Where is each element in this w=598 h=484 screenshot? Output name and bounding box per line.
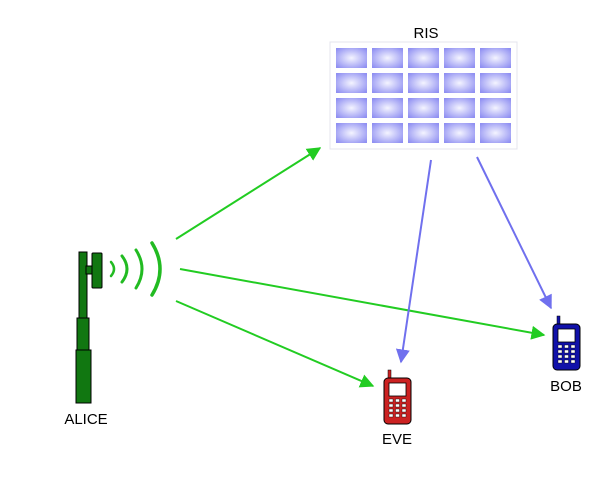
bob-phone-icon [552, 315, 581, 371]
ris-node: RIS [329, 25, 518, 150]
ris-element-tile [408, 123, 439, 143]
link-alice-ris [175, 147, 322, 240]
link-ris-bob [476, 156, 552, 310]
links [175, 147, 552, 388]
ris-element-tile [480, 73, 511, 93]
ris-label: RIS [413, 25, 438, 42]
ris-tile-grid [336, 48, 511, 143]
link-ris-eve [395, 159, 432, 364]
ris-element-tile [444, 98, 475, 118]
ris-element-tile [444, 123, 475, 143]
ris-element-tile [408, 48, 439, 68]
tower-icon [75, 251, 103, 404]
ris-element-tile [480, 48, 511, 68]
ris-element-tile [480, 98, 511, 118]
ris-element-tile [336, 123, 367, 143]
alice-node: ALICE [64, 241, 162, 428]
alice-label: ALICE [64, 411, 107, 428]
eve-label: EVE [382, 431, 412, 448]
ris-element-tile [444, 48, 475, 68]
ris-element-tile [444, 73, 475, 93]
ris-element-tile [372, 48, 403, 68]
link-alice-bob [179, 268, 546, 340]
bob-label: BOB [550, 378, 582, 395]
ris-element-tile [336, 48, 367, 68]
ris-element-tile [336, 98, 367, 118]
ris-element-tile [408, 73, 439, 93]
eve-phone-icon [383, 369, 412, 425]
ris-element-tile [336, 73, 367, 93]
link-alice-eve [175, 300, 375, 388]
ris-element-tile [480, 123, 511, 143]
ris-element-tile [372, 73, 403, 93]
ris-element-tile [372, 98, 403, 118]
signal-waves-icon [109, 241, 162, 297]
ris-element-tile [408, 98, 439, 118]
eve-node: EVE [382, 369, 412, 448]
bob-node: BOB [550, 315, 582, 395]
ris-element-tile [372, 123, 403, 143]
